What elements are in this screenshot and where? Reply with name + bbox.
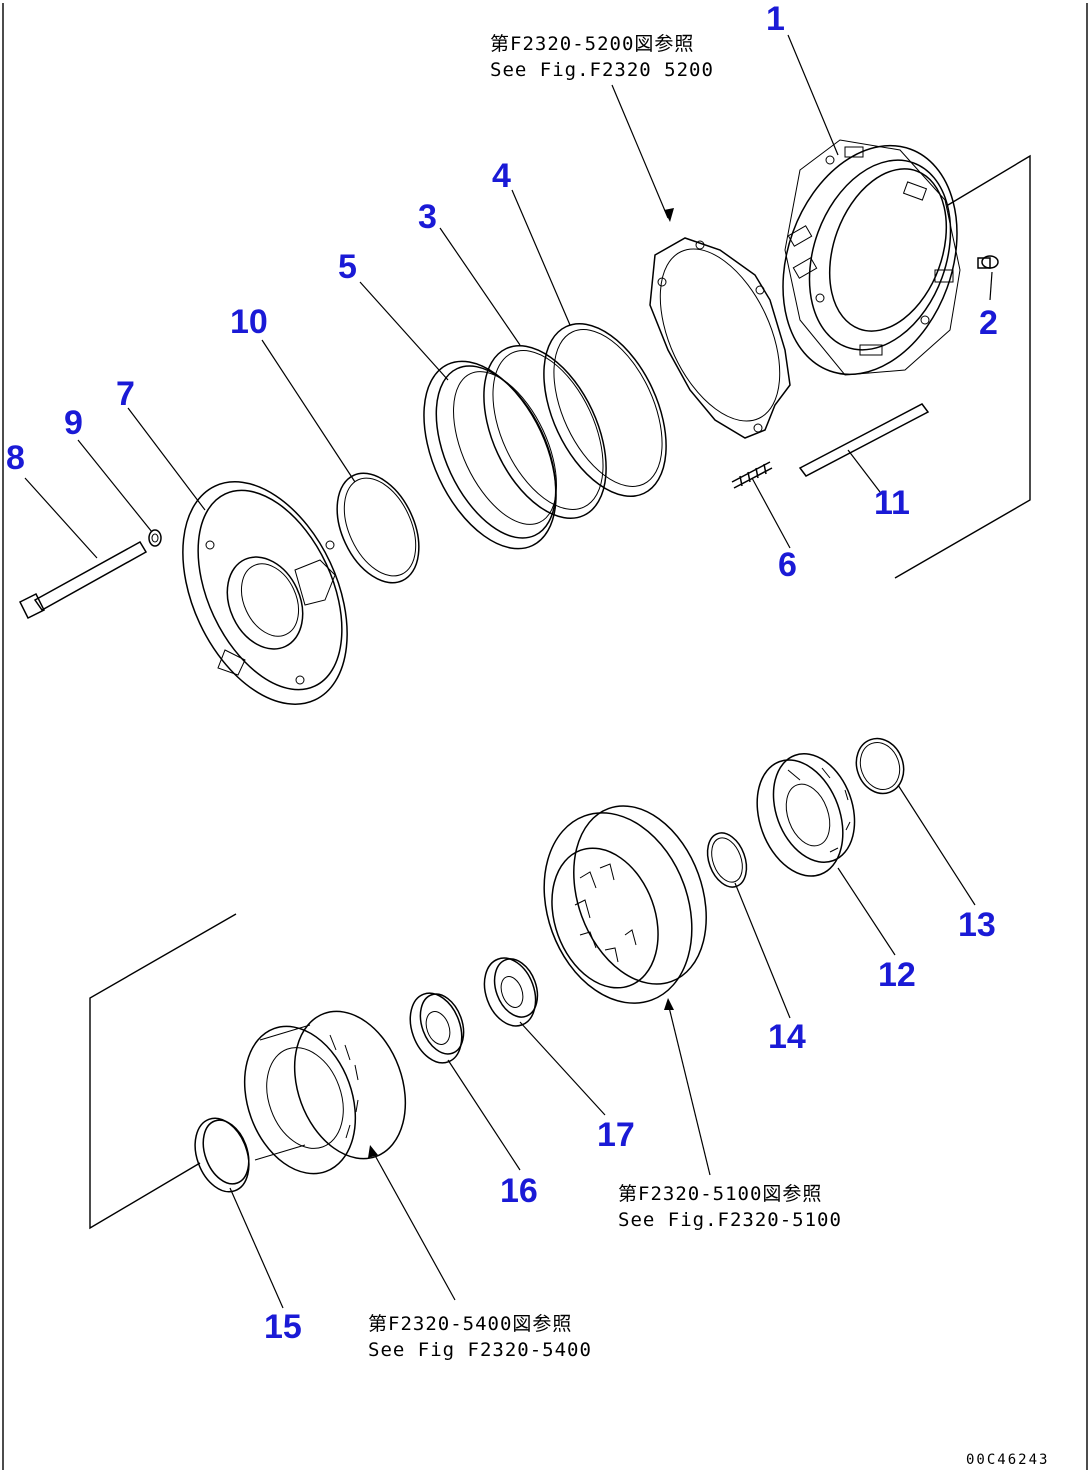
ref-5200-en: See Fig.F2320 5200 <box>490 59 714 81</box>
callout-3: 3 <box>418 198 437 236</box>
part-13-snap-ring <box>855 737 905 795</box>
clutch-hub <box>243 1010 407 1175</box>
callout-10: 10 <box>230 303 268 341</box>
callout-11: 11 <box>874 484 910 522</box>
callout-6: 6 <box>778 546 797 584</box>
callout-8: 8 <box>6 439 25 477</box>
assembly-bracket-lower <box>89 913 237 1230</box>
part-17-bearing <box>483 957 539 1027</box>
part-12-gear <box>756 753 856 877</box>
callout-15: 15 <box>264 1308 302 1346</box>
callout-5: 5 <box>338 248 357 286</box>
part-16-bearing <box>409 992 465 1064</box>
part-4-ring <box>543 323 667 497</box>
ref-5100-en: See Fig.F2320-5100 <box>618 1209 842 1231</box>
callout-1: 1 <box>766 0 785 38</box>
part-10-snap-ring <box>336 472 420 584</box>
part-7-cover <box>182 481 348 705</box>
ref-5200-jp: 第F2320-5200図参照 <box>490 33 694 55</box>
clutch-plate <box>649 237 791 439</box>
callout-4: 4 <box>492 157 511 195</box>
callout-7: 7 <box>116 375 135 413</box>
part-2-plug <box>977 255 999 269</box>
leader-lines <box>24 34 993 1309</box>
callout-9: 9 <box>64 404 83 442</box>
part-3-ring <box>483 345 607 519</box>
assembly-bracket-upper <box>894 154 1031 579</box>
part-9-washer <box>148 529 162 547</box>
ref-5400-jp: 第F2320-5400図参照 <box>368 1313 572 1335</box>
callout-12: 12 <box>878 956 916 994</box>
callouts: 1 2 3 4 5 6 7 8 9 10 11 12 13 14 15 16 1… <box>6 0 998 1346</box>
part-15-seal <box>194 1117 250 1193</box>
callout-2: 2 <box>979 304 998 342</box>
figure-number: 00C46243 <box>966 1452 1049 1468</box>
ref-5100-jp: 第F2320-5100図参照 <box>618 1183 822 1205</box>
part-5-piston <box>423 360 557 550</box>
callout-14: 14 <box>768 1018 806 1056</box>
part-6-spring <box>731 461 773 489</box>
callout-17: 17 <box>597 1116 635 1154</box>
callout-16: 16 <box>500 1172 538 1210</box>
ref-5400-en: See Fig F2320-5400 <box>368 1339 592 1361</box>
callout-13: 13 <box>958 906 996 944</box>
frame <box>2 3 1088 1470</box>
part-11-pin <box>798 403 930 477</box>
part-8-bolt <box>18 540 148 620</box>
part-14-ring <box>706 832 748 888</box>
clutch-drum <box>543 805 707 1004</box>
figure-references: 第F2320-5200図参照 See Fig.F2320 5200 第F2320… <box>368 33 842 1361</box>
part-1-housing <box>782 139 961 376</box>
